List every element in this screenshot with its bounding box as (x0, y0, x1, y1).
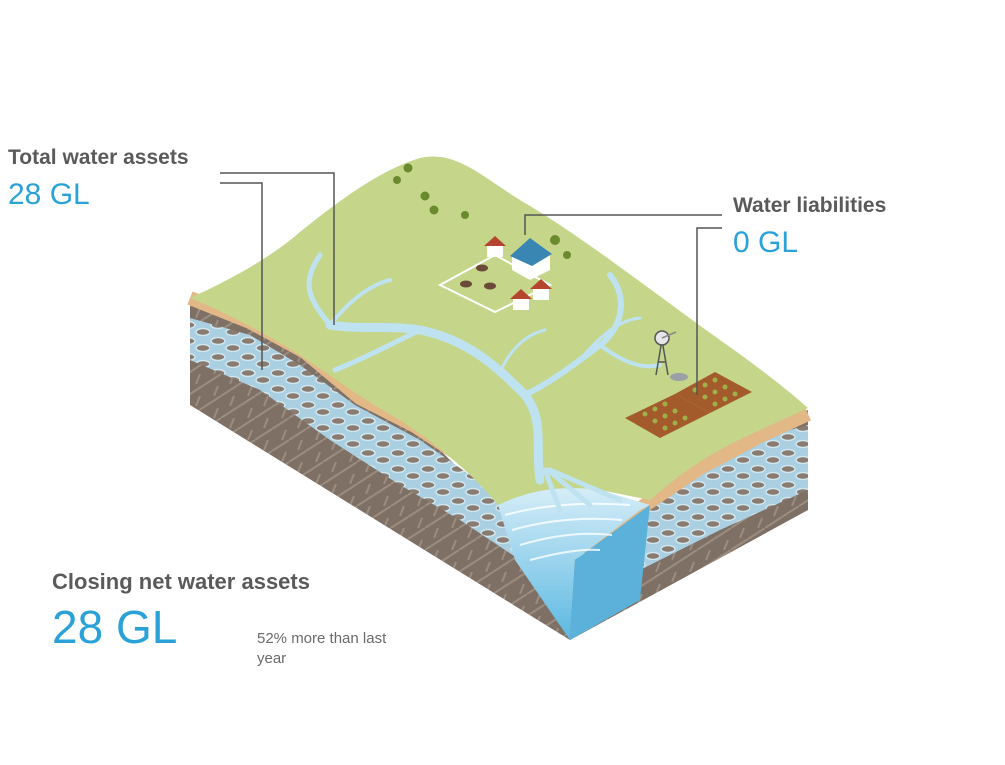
farm (437, 236, 553, 314)
house-small-1 (484, 236, 506, 257)
closing-net-water-assets-title: Closing net water assets (52, 569, 310, 594)
year-change-note: 52% more than last year (257, 630, 387, 667)
crop-fields (625, 372, 752, 438)
water-body (498, 485, 650, 640)
windmill (654, 330, 677, 376)
cows (460, 264, 496, 290)
assets-leader-line-1 (220, 172, 335, 325)
closing-net-water-assets-value: 28 GL (52, 601, 178, 653)
water-liabilities-value: 0 GL (733, 226, 799, 259)
assets-leader-line-2 (220, 182, 263, 370)
farmhouse (510, 238, 552, 280)
total-water-assets-title: Total water assets (8, 146, 189, 169)
river-network (306, 252, 662, 513)
water-tank (670, 373, 688, 381)
house-small-2 (530, 279, 552, 300)
liabilities-leader-line-2 (696, 227, 722, 395)
liabilities-leader-line-1 (524, 214, 722, 235)
trees (393, 163, 571, 259)
leader-lines (220, 172, 722, 395)
total-water-assets-value: 28 GL (8, 178, 90, 211)
house-small-3 (510, 289, 532, 310)
water-liabilities-title: Water liabilities (733, 194, 887, 217)
